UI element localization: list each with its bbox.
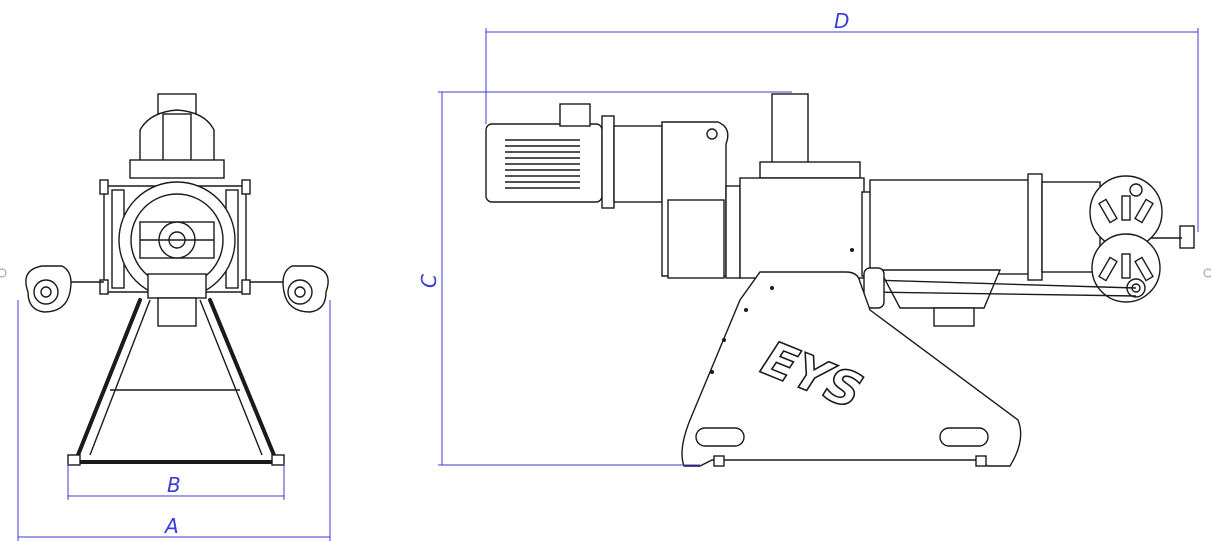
dimension-label-b: B — [167, 473, 181, 497]
side-view-gearbox — [661, 121, 741, 279]
dimension-a — [17, 300, 331, 541]
edge-marker-right — [1203, 268, 1211, 278]
side-view — [485, 93, 1195, 467]
side-view-motor — [485, 103, 663, 209]
dimension-d — [485, 28, 1199, 232]
front-view — [25, 93, 329, 466]
dimension-label-c: C — [417, 274, 441, 288]
front-view-legs — [67, 298, 285, 466]
dimension-b — [67, 464, 285, 500]
dimension-c — [438, 91, 792, 466]
edge-marker-left — [0, 268, 7, 278]
dimension-label-a: A — [163, 514, 179, 538]
dimension-label-d: D — [834, 9, 849, 33]
